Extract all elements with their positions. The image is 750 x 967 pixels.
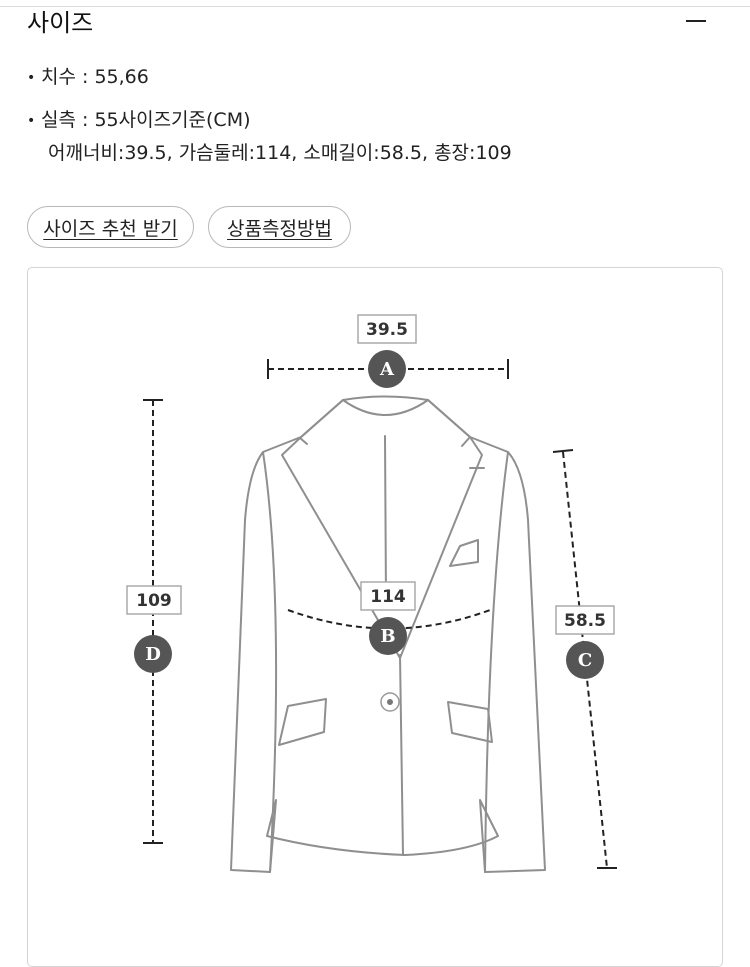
spec-item-size: • 치수 : 55,66 xyxy=(27,65,149,90)
bullet-icon: • xyxy=(27,69,36,86)
sleeve-value: 58.5 xyxy=(564,611,606,631)
bullet-icon: • xyxy=(27,112,36,129)
spec-detail-values: 어깨너비:39.5, 가슴둘레:114, 소매길이:58.5, 총장:109 xyxy=(48,142,512,164)
value-box-sleeve: 58.5 xyxy=(555,605,615,635)
badge-d: D xyxy=(134,635,172,673)
spec-item-measure: • 실측 : 55사이즈기준(CM) xyxy=(27,108,251,133)
badge-b: B xyxy=(369,617,407,655)
badge-c-letter: C xyxy=(578,650,592,671)
jacket-button-center xyxy=(387,699,393,705)
collapse-minus-icon[interactable] xyxy=(686,20,706,22)
top-divider xyxy=(0,6,750,7)
badge-a: A xyxy=(368,350,406,388)
size-diagram: 39.5 114 109 58.5 A B D C xyxy=(126,314,617,873)
size-recommend-button[interactable]: 사이즈 추천 받기 xyxy=(27,206,194,248)
value-box-chest: 114 xyxy=(360,581,416,611)
value-box-length: 109 xyxy=(126,585,182,615)
spec-item-measure-label: 실측 : 55사이즈기준(CM) xyxy=(41,109,251,131)
badge-c: C xyxy=(566,641,604,679)
badge-d-letter: D xyxy=(145,644,161,665)
spec-item-size-label: 치수 : 55,66 xyxy=(41,66,149,88)
badge-a-letter: A xyxy=(379,359,395,380)
length-value: 109 xyxy=(136,591,172,611)
section-title: 사이즈 xyxy=(27,9,94,37)
shoulder-value: 39.5 xyxy=(366,320,408,340)
measure-method-button[interactable]: 상품측정방법 xyxy=(208,206,351,248)
badge-b-letter: B xyxy=(380,626,395,647)
chest-value: 114 xyxy=(370,587,406,607)
value-box-shoulder: 39.5 xyxy=(357,314,417,344)
